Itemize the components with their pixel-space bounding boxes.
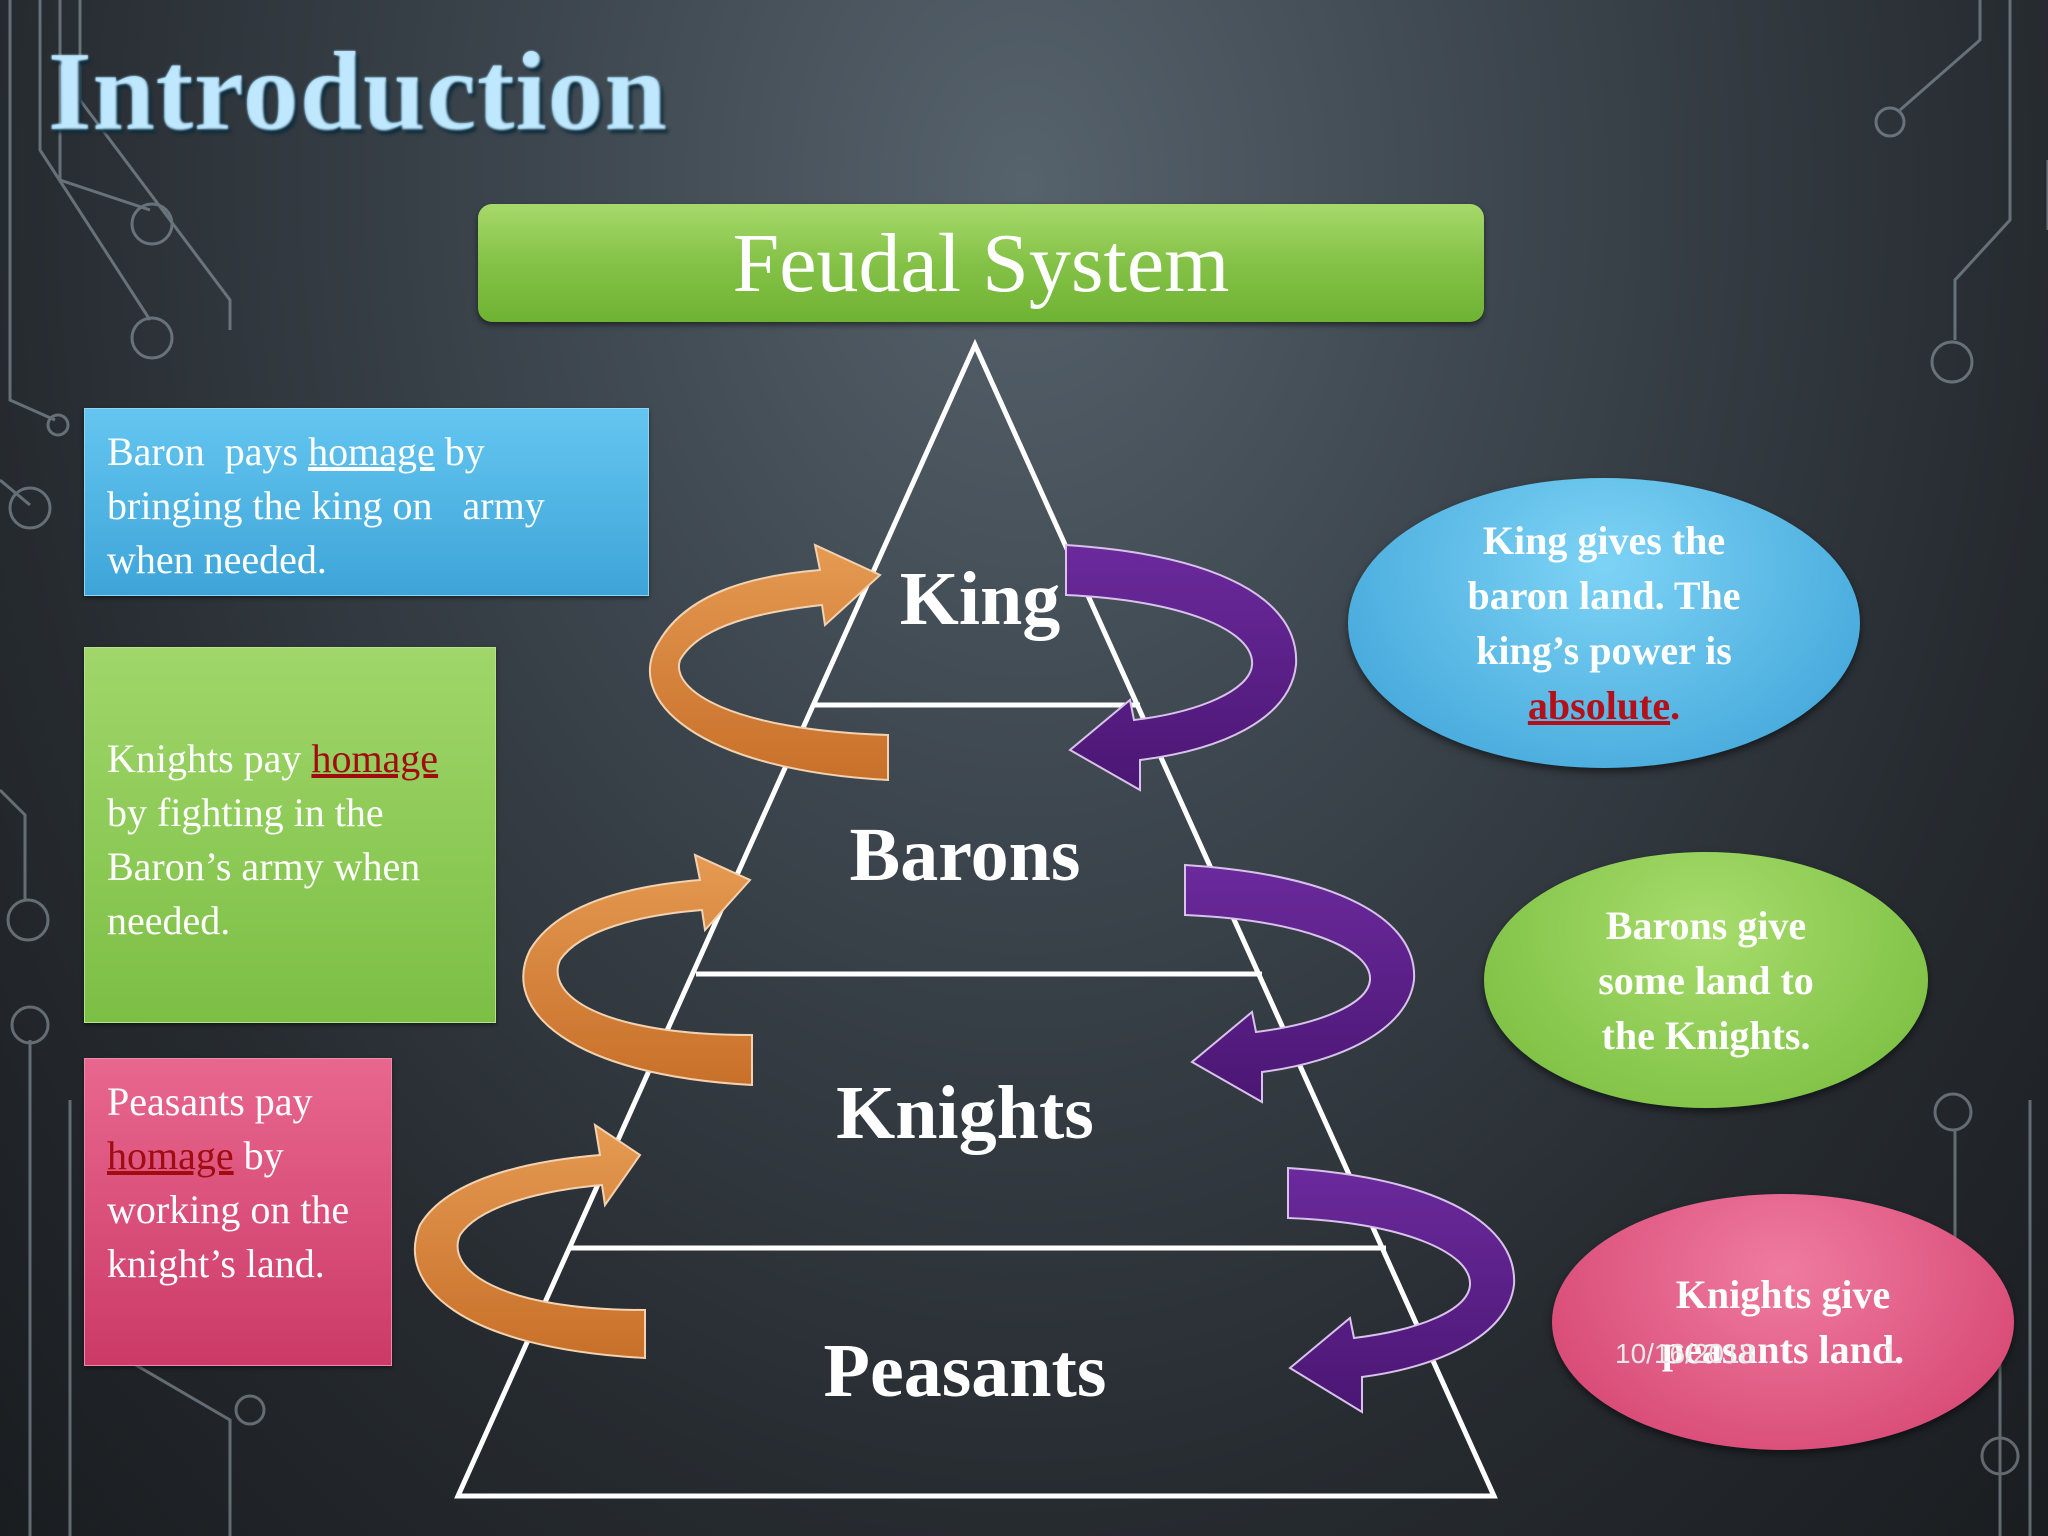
homage-link-peasants: homage — [107, 1133, 234, 1178]
knights-homage-box: Knights pay homage by fighting in the Ba… — [84, 647, 496, 1023]
absolute-emphasis: absolute — [1527, 683, 1671, 728]
baron-homage-box: Baron pays homage by bringing the king o… — [84, 408, 649, 596]
knights-give-text: Knights give peasants land. — [1661, 1272, 1905, 1372]
banner-label: Feudal System — [732, 216, 1230, 310]
knights-give-ellipse: Knights give peasants land. — [1552, 1194, 2014, 1450]
peasants-homage-box: Peasants pay homage by working on the kn… — [84, 1058, 392, 1366]
knights-text-post: by fighting in the Baron’s army when nee… — [107, 736, 449, 943]
slide-number: 1 — [1882, 1338, 1898, 1369]
barons-give-ellipse: Barons give some land to the Knights. — [1484, 852, 1928, 1108]
homage-link-baron: homage — [308, 429, 435, 474]
orange-arrow-barons — [522, 853, 753, 1087]
baron-text-pre: Baron pays — [107, 429, 309, 474]
pyramid-outline — [454, 338, 1498, 1499]
homage-link-knights: homage — [311, 736, 439, 781]
feudal-system-banner: Feudal System — [478, 204, 1484, 322]
tier-barons: Barons — [849, 813, 1081, 897]
purple-arrow-king — [1065, 543, 1298, 792]
tier-king: King — [899, 557, 1061, 641]
king-gives-body: King gives the baron land. The king’s po… — [1467, 518, 1741, 673]
absolute-period: . — [1670, 683, 1681, 728]
slide-title: Introduction — [48, 28, 668, 157]
tier-knights: Knights — [836, 1071, 1094, 1155]
peasants-text-post: by working on the knight’s land. — [107, 1133, 360, 1286]
purple-arrow-knights — [1287, 1166, 1516, 1414]
purple-arrow-barons — [1184, 863, 1416, 1104]
footer-date: 10/16/2018 — [1615, 1338, 1756, 1369]
orange-arrow-knights — [414, 1122, 646, 1360]
king-gives-ellipse: King gives the baron land. The king’s po… — [1348, 478, 1860, 768]
barons-give-text: Barons give some land to the Knights. — [1598, 902, 1814, 1058]
knights-text-pre: Knights pay — [107, 736, 312, 781]
peasants-text-pre: Peasants pay — [107, 1079, 323, 1124]
baron-text-post: by bringing the king on army when needed… — [107, 429, 555, 582]
king-gives-text: King gives the baron land. The king’s po… — [1434, 513, 1774, 733]
tier-peasants: Peasants — [823, 1329, 1107, 1413]
orange-arrow-king — [649, 543, 889, 782]
